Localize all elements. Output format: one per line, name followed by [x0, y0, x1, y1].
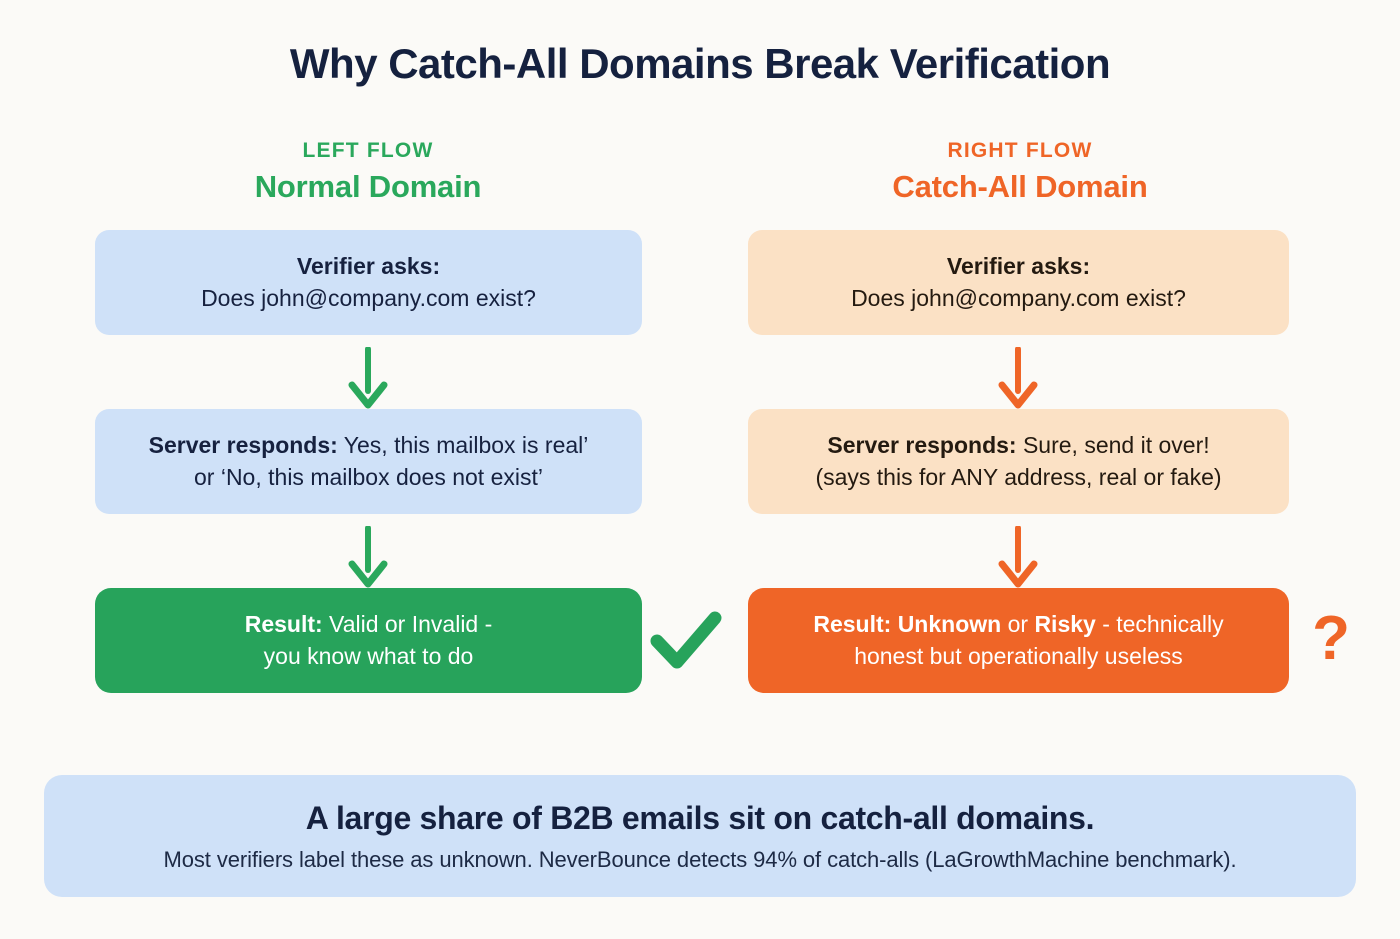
right-step2-line2: (says this for ANY address, real or fake… [815, 463, 1222, 490]
left-step-server-responds: Server responds: Yes, this mailbox is re… [95, 409, 642, 514]
right-step1-line2: Does john@company.com exist? [851, 284, 1186, 311]
right-step2-line1: Server responds: Sure, send it over! [827, 432, 1210, 458]
check-icon [650, 608, 722, 672]
left-result-line2: you know what to do [263, 642, 474, 669]
question-mark-icon: ? [1312, 604, 1350, 673]
arrow-down-icon [345, 525, 391, 588]
left-step-verifier-asks: Verifier asks: Does john@company.com exi… [95, 230, 642, 335]
summary-banner: A large share of B2B emails sit on catch… [44, 775, 1356, 897]
page-title: Why Catch-All Domains Break Verification [289, 40, 1111, 87]
left-step1-line1: Verifier asks: [296, 253, 441, 279]
left-step2-line2: or ‘No, this mailbox does not exist’ [194, 463, 543, 490]
right-column-header: RIGHT FLOW Catch-All Domain [740, 139, 1300, 205]
right-step-verifier-asks: Verifier asks: Does john@company.com exi… [748, 230, 1289, 335]
arrow-down-icon [995, 346, 1041, 409]
banner-subtext: Most verifiers label these as unknown. N… [163, 846, 1237, 872]
right-step1-line1: Verifier asks: [946, 253, 1091, 279]
right-step-server-responds: Server responds: Sure, send it over! (sa… [748, 409, 1289, 514]
right-column-title: Catch-All Domain [892, 169, 1148, 205]
arrow-down-icon [345, 346, 391, 409]
left-column-header: LEFT FLOW Normal Domain [88, 139, 648, 205]
right-result-line1: Result: Unknown or Risky - technically [813, 611, 1224, 637]
right-result-line2: honest but operationally useless [854, 642, 1183, 669]
arrow-down-icon [995, 525, 1041, 588]
right-step-result: Result: Unknown or Risky - technically h… [748, 588, 1289, 693]
left-step-result: Result: Valid or Invalid - you know what… [95, 588, 642, 693]
left-column-kicker: LEFT FLOW [302, 139, 434, 162]
left-column-title: Normal Domain [254, 169, 482, 205]
right-column-kicker: RIGHT FLOW [947, 139, 1093, 162]
left-step2-line1: Server responds: Yes, this mailbox is re… [148, 432, 589, 458]
left-step1-line2: Does john@company.com exist? [201, 284, 536, 311]
left-result-line1: Result: Valid or Invalid - [244, 611, 493, 637]
banner-headline: A large share of B2B emails sit on catch… [305, 799, 1095, 836]
